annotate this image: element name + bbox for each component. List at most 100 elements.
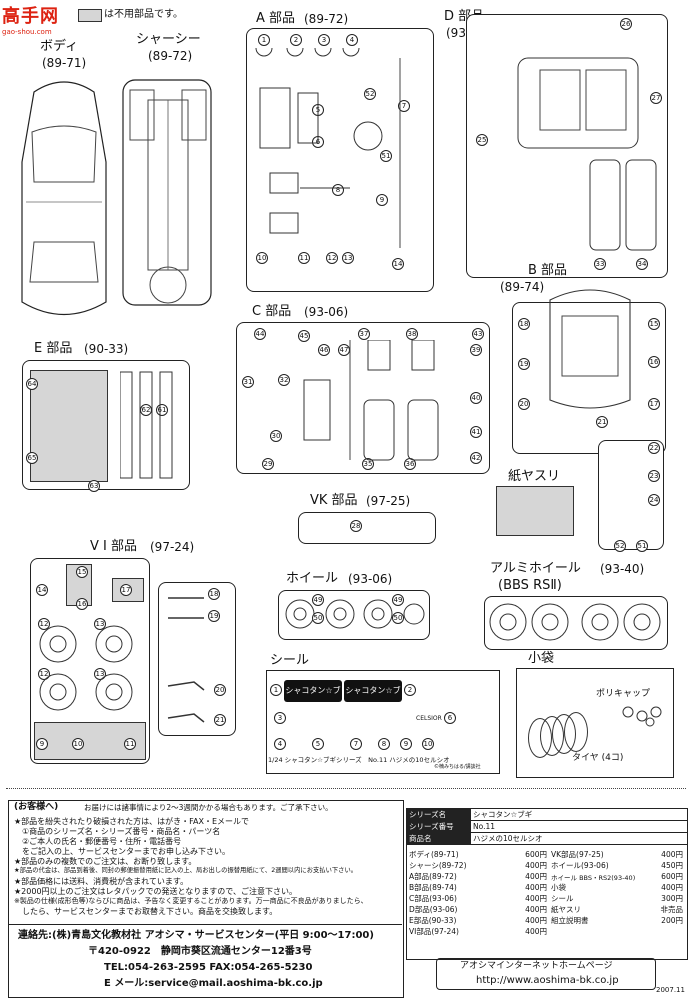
vi-right-sprue <box>158 582 236 736</box>
price-row: ホイール BBS・RS2(93-40)600円 <box>549 871 685 882</box>
vi-part-number: 20 <box>214 684 226 696</box>
price-list-right: VK部品(97-25)400円 ホイール(93-06)450円 ホイール BBS… <box>549 849 685 926</box>
vi-part-number: 21 <box>214 714 226 726</box>
e-part-number: 65 <box>26 452 38 464</box>
customer-notice <box>8 800 404 998</box>
vi-part-number: 16 <box>76 598 88 610</box>
vk-parts-sprue <box>298 512 436 544</box>
b-part-number: 20 <box>518 398 530 410</box>
c-part-number: 30 <box>270 430 282 442</box>
c-parts-drawing <box>303 340 439 461</box>
sandpaper-label: 紙ヤスリ <box>508 469 561 484</box>
seal-number: 9 <box>400 738 412 750</box>
polycap-drawing <box>622 706 662 727</box>
price-row: ボディ(89-71)600円 <box>407 849 549 860</box>
a-part-number: 13 <box>342 252 354 264</box>
customer-line: ②ご本人の氏名・郵便番号・住所・電話番号 <box>14 837 182 846</box>
homepage-url[interactable]: http://www.aoshima-bk.co.jp <box>476 975 619 986</box>
vk-parts-code: (97-25) <box>366 494 411 508</box>
vi-part-number: 18 <box>208 588 220 600</box>
chassis-name: シャーシー <box>136 32 201 47</box>
tire-label: タイヤ (4コ) <box>572 753 624 763</box>
b-parts-label: B 部品 <box>528 263 568 278</box>
price-row: C部品(93-06)400円 <box>407 893 549 904</box>
price-value: 450円 <box>661 861 683 870</box>
e-parts-label: E 部品 <box>34 341 73 356</box>
wheel-part-number: 50 <box>392 612 404 624</box>
customer-title: (お客様へ) <box>14 802 59 812</box>
price-row: B部品(89-74)400円 <box>407 882 549 893</box>
legend-text: は不用部品です。 <box>104 9 183 20</box>
b-part-number: 51 <box>636 540 648 552</box>
e-unused-part <box>30 370 108 482</box>
customer-intro: お届けには諸事情により2〜3週間かかる場合もあります。ご了承下さい。 <box>84 803 333 812</box>
price-item: 組立説明書 <box>551 916 589 925</box>
unused-part-swatch <box>78 9 102 22</box>
seal-label: シール <box>270 653 310 668</box>
seal-logo: CELSIOR <box>416 715 442 722</box>
logo-subtext: gao-shou.com <box>2 28 52 36</box>
b-part-drawing <box>549 289 631 409</box>
price-row: シャーシ(89-72)400円 <box>407 860 549 871</box>
a-part-number: 9 <box>376 194 388 206</box>
wheel-code: (93-06) <box>348 572 393 586</box>
price-item: C部品(93-06) <box>409 894 457 903</box>
price-row: E部品(90-33)400円 <box>407 915 549 926</box>
b-part-number: 23 <box>648 470 660 482</box>
seal-caption: 1/24 シャコタン☆ブギシリーズ No.11 ハジメの10セルシオ <box>268 756 450 764</box>
a-parts-code: (89-72) <box>304 12 349 26</box>
b-part-number: 21 <box>596 416 608 428</box>
b-parts-code: (89-74) <box>500 280 545 294</box>
customer-line: ★部品を紛失されたり破損された方は、はがき・FAX・Eメールで <box>14 817 250 826</box>
price-item: シール <box>551 894 574 903</box>
vi-part-number: 12 <box>38 668 50 680</box>
vi-part-number: 19 <box>208 610 220 622</box>
d-part-number: 34 <box>636 258 648 270</box>
contact-tel: TEL:054-263-2595 FAX:054-265-5230 <box>104 962 313 973</box>
seal-number: 1 <box>270 684 282 696</box>
vi-part-number: 10 <box>72 738 84 750</box>
price-row: D部品(93-06) 400円 <box>407 904 549 915</box>
b-part-number: 15 <box>648 318 660 330</box>
price-item: ホイール(93-06) <box>551 861 609 870</box>
series-name-value: シャコタン☆ブギ <box>471 809 687 821</box>
a-part-number: 8 <box>332 184 344 196</box>
price-list-left: ボディ(89-71)600円 シャーシ(89-72)400円 A部品(89-72… <box>407 849 549 937</box>
a-parts-sprue <box>246 28 434 292</box>
vi-suspension-drawing <box>167 597 205 723</box>
customer-line: ※製品の仕様(成形色等)ならびに商品は、予告なく変更することがあります。万一商品… <box>14 897 368 905</box>
b-part-number: 18 <box>518 318 530 330</box>
b-part-number: 17 <box>648 398 660 410</box>
price-value: 400円 <box>525 905 547 914</box>
sandpaper-swatch <box>496 486 574 536</box>
c-part-number: 31 <box>242 376 254 388</box>
price-item: D部品(93-06) <box>409 905 458 914</box>
price-item: A部品(89-72) <box>409 872 457 881</box>
print-date: 2007.11 <box>656 986 685 994</box>
seal-sheet <box>266 670 500 774</box>
homepage-label: アオシマインターネットホームページ <box>460 961 613 971</box>
wheel-label: ホイール <box>286 571 339 586</box>
price-value: 600円 <box>525 850 547 859</box>
price-value: 600円 <box>661 872 683 881</box>
price-row: A部品(89-72)400円 <box>407 871 549 882</box>
c-part-number: 46 <box>318 344 330 356</box>
alumi-wheel-sub: (BBS RSⅡ) <box>498 578 562 593</box>
customer-line: ★部品価格には送料、消費税が含まれています。 <box>14 877 189 886</box>
customer-line: ★2000円以上のご注文はレタパックでの発送となりますので、ご注意下さい。 <box>14 887 297 896</box>
d-part-number: 25 <box>476 134 488 146</box>
body-code: (89-71) <box>42 56 87 70</box>
a-parts-label: A 部品 <box>256 11 296 26</box>
contact-postal: 〒420-0922 静岡市葵区流通センター12番3号 <box>88 946 312 957</box>
a-part-number: 1 <box>258 34 270 46</box>
customer-line: ★部品の代金は、部品到着後、同封の郵便振替用紙に記入の上、局お出しの振替用紙にて… <box>14 867 358 874</box>
product-label: 商品名 <box>407 832 471 845</box>
b-part-number: 24 <box>648 494 660 506</box>
tire-drawing <box>564 712 588 752</box>
price-item: VI部品(97-24) <box>409 927 459 936</box>
a-part-number: 11 <box>298 252 310 264</box>
c-part-number: 35 <box>362 458 374 470</box>
c-parts-code: (93-06) <box>304 305 349 319</box>
